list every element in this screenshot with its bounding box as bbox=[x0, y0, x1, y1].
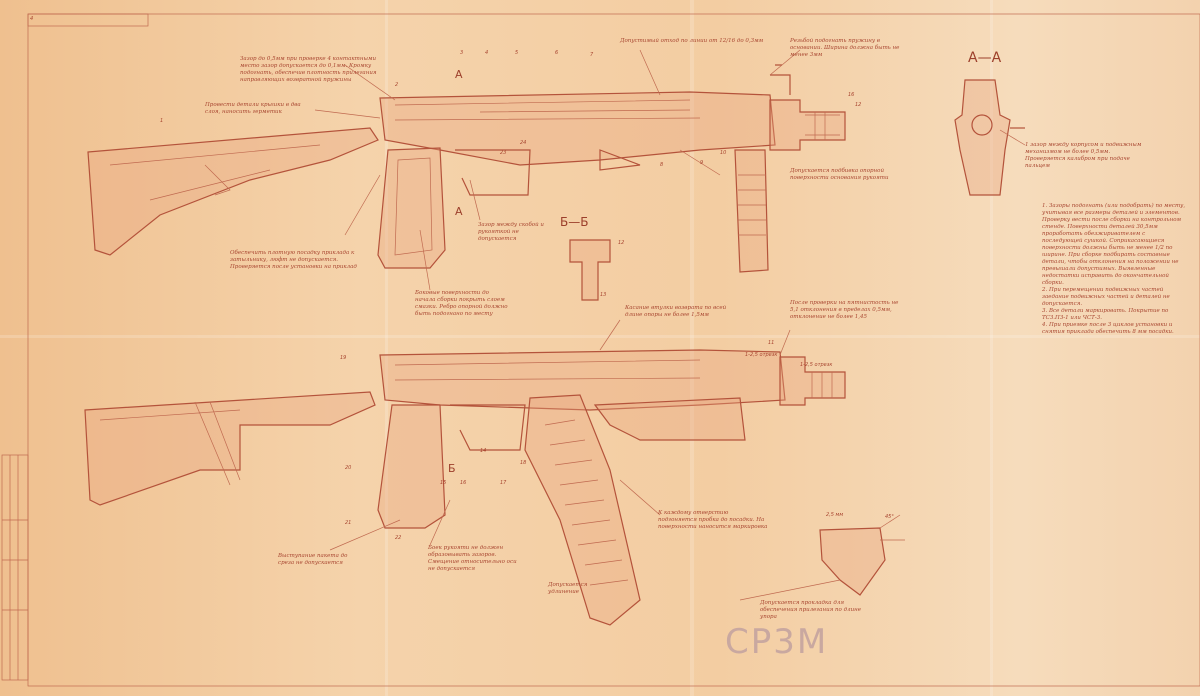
annotation: Зазор до 0,5мм при проверке 4 контактным… bbox=[240, 56, 377, 83]
annotation: Допускается удлинение bbox=[548, 582, 588, 595]
part-number: 13 bbox=[600, 292, 607, 298]
part-number: 4 bbox=[485, 50, 489, 56]
part-number: 23 bbox=[500, 150, 507, 156]
dimension-label: 16 bbox=[848, 92, 855, 98]
part-number: 15 bbox=[440, 480, 447, 486]
sheet-frame bbox=[27, 13, 1200, 687]
dimension-label: 1-2,5 отрезк bbox=[800, 362, 833, 368]
section-mark-a: А bbox=[455, 68, 463, 81]
part-number: 12 bbox=[618, 240, 625, 246]
part-number: 2 bbox=[395, 82, 399, 88]
part-number: 21 bbox=[345, 520, 352, 526]
dimension-label: 2,5 мм bbox=[826, 512, 844, 518]
annotation: К каждому отверстию подгоняется пробка д… bbox=[658, 510, 768, 530]
dimension-label: 12 bbox=[855, 102, 862, 108]
part-number: 16 bbox=[460, 480, 467, 486]
annotation: Провести детали крышки в два слоя, нанос… bbox=[205, 102, 301, 115]
annotation: Зазор между скобой и рукояткой не допуск… bbox=[478, 222, 544, 242]
part-number: 7 bbox=[590, 52, 594, 58]
general-notes: 1. Зазоры подогнать (или подобрать) по м… bbox=[1042, 203, 1186, 335]
fold-line bbox=[690, 0, 694, 696]
section-b-b-view bbox=[569, 239, 611, 301]
annotation: Допустимый отход по линии от 12/16 до 0,… bbox=[620, 38, 764, 44]
detail-view bbox=[819, 514, 905, 596]
annotation: Выступание пакета до среза не допускаетс… bbox=[278, 553, 348, 566]
foregrip-upper bbox=[734, 149, 769, 273]
trigger-guard-lower bbox=[450, 404, 526, 451]
pistol-grip-upper bbox=[377, 147, 446, 269]
part-number: 19 bbox=[340, 355, 347, 361]
part-number: 22 bbox=[395, 535, 402, 541]
dimension-label: 45° bbox=[885, 514, 894, 520]
part-number: 17 bbox=[500, 480, 507, 486]
receiver-lower bbox=[379, 349, 786, 411]
folding-stock-lower bbox=[84, 391, 376, 506]
trigger-guard-upper bbox=[455, 149, 531, 196]
lower-weapon-view bbox=[84, 349, 846, 626]
barrel-upper bbox=[769, 99, 846, 151]
section-mark-b: Б bbox=[448, 462, 456, 475]
section-mark-a: А bbox=[455, 205, 463, 218]
barrel-lower bbox=[779, 356, 846, 406]
part-number: 20 bbox=[345, 465, 352, 471]
part-number: 14 bbox=[480, 448, 487, 454]
part-number: 1 bbox=[160, 118, 164, 124]
annotation: Допускается прокладка для обеспечения пр… bbox=[760, 600, 862, 620]
side-stamp-grid bbox=[2, 455, 28, 680]
part-number: 10 bbox=[720, 150, 727, 156]
dimension-label: 1-2,5 отрезк bbox=[745, 352, 778, 358]
title-box bbox=[27, 13, 149, 27]
annotation: Боек рукояти не должен образовывать зазо… bbox=[428, 545, 517, 572]
annotation: Резьбой подогнать пружину в основании. Ш… bbox=[790, 38, 900, 58]
annotation: 1 зазор между корпусом и подвижным механ… bbox=[1025, 142, 1142, 169]
part-number: 3 bbox=[460, 50, 464, 56]
part-number: 18 bbox=[520, 460, 527, 466]
handguard-lower bbox=[593, 397, 746, 441]
annotation: Допускается подбивка опорной поверхности… bbox=[790, 168, 889, 181]
annotation: Обеспечить плотную посадку приклада к за… bbox=[230, 250, 357, 270]
magazine-lower bbox=[524, 394, 641, 626]
upper-weapon-view bbox=[87, 64, 846, 273]
fold-line bbox=[990, 0, 993, 696]
section-b-b-title: Б—Б bbox=[560, 215, 589, 229]
folding-stock-upper bbox=[87, 127, 379, 256]
part-number: 8 bbox=[660, 162, 664, 168]
leader-lines bbox=[314, 49, 1026, 601]
pistol-grip-lower bbox=[377, 404, 446, 529]
annotation: Касание втулки возврата по всей длине оп… bbox=[625, 305, 727, 318]
fold-line bbox=[0, 335, 1200, 338]
fold-line bbox=[385, 0, 388, 696]
sheet-number: 4 bbox=[30, 16, 34, 22]
side-stamp-table bbox=[1, 454, 29, 681]
model-stamp: СР3М bbox=[725, 622, 829, 662]
part-number: 11 bbox=[768, 340, 775, 346]
part-number: 9 bbox=[700, 160, 704, 166]
annotation: После проверки на пятнистость не 5,1 отк… bbox=[790, 300, 899, 320]
part-number: 6 bbox=[555, 50, 559, 56]
section-a-a-view bbox=[954, 79, 1025, 196]
annotation: Боковые поверхности до начала сборки пок… bbox=[415, 290, 508, 317]
part-number: 5 bbox=[515, 50, 519, 56]
section-a-a-title: А—А bbox=[968, 50, 1002, 66]
part-number: 24 bbox=[520, 140, 527, 146]
